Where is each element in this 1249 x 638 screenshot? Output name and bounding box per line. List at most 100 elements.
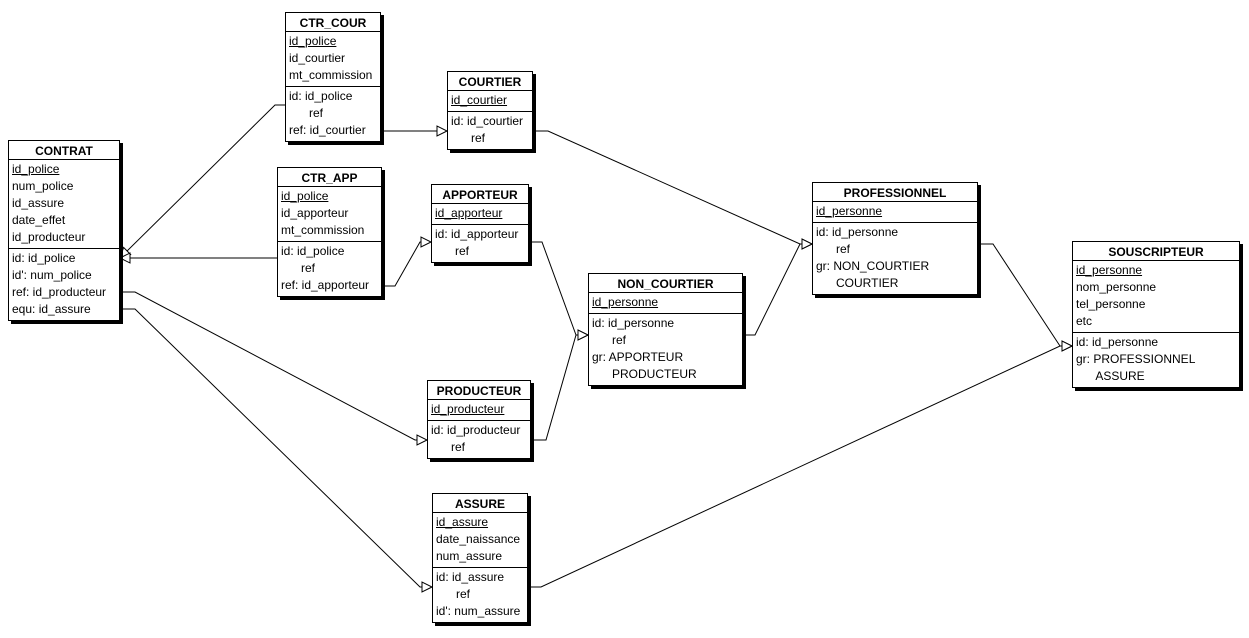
arrowhead-icon (420, 236, 433, 248)
primary-key-attribute: id_personne (592, 295, 659, 309)
constraint: id: id_personne (1076, 335, 1159, 349)
entity-contrat[interactable]: CONTRAT id_police num_police id_assure date_… (8, 140, 120, 321)
constraint: id': num_assure (436, 604, 521, 618)
arrowhead-icon (577, 329, 590, 341)
constraint-section: id: id_personne ref gr: APPORTEUR PRODUCT… (589, 313, 742, 385)
constraint: id: id_police (12, 251, 76, 265)
primary-key-attribute: id_personne (816, 204, 883, 218)
primary-key-attribute: id_police (281, 189, 329, 203)
constraint: id': num_police (12, 268, 92, 282)
arrowhead-icon (436, 125, 449, 137)
arrowhead-icon (416, 434, 429, 446)
link-ctr_app-to-apporteur (382, 241, 431, 287)
constraint-section: id: id_apporteur ref (432, 224, 528, 262)
constraint: id: id_producteur (431, 423, 521, 437)
attribute-section: id_police id_apporteur mt_commission (278, 187, 381, 241)
constraint: gr: PROFESSIONNEL (1076, 352, 1196, 366)
constraint: ref (816, 242, 851, 256)
link-ctr_cour-to-contrat (119, 104, 285, 259)
primary-key-attribute: id_apporteur (435, 206, 503, 220)
link-contrat-to-producteur (120, 291, 427, 441)
entity-title: CTR_APP (278, 168, 381, 187)
entity-title: PROFESSIONNEL (813, 183, 977, 202)
constraint: ref (451, 131, 486, 145)
attribute-section: id_personne (813, 202, 977, 222)
arrowhead-icon (1061, 340, 1074, 352)
attribute: date_naissance (436, 532, 521, 546)
constraint: ref (281, 261, 316, 275)
entity-non-courtier[interactable]: NON_COURTIER id_personne id: id_personne r… (588, 273, 743, 386)
constraint: gr: NON_COURTIER (816, 259, 930, 273)
constraint: id: id_apporteur (435, 227, 519, 241)
constraint: ref (289, 106, 324, 120)
constraint: id: id_police (289, 89, 353, 103)
primary-key-attribute: id_police (12, 162, 60, 176)
attribute: mt_commission (281, 223, 365, 237)
link-contrat-to-assure (120, 308, 432, 588)
constraint: id: id_police (281, 244, 345, 258)
constraint: ref: id_producteur (12, 285, 107, 299)
link-apporteur-to-non_courtier (529, 241, 588, 336)
attribute: etc (1076, 314, 1093, 328)
constraint: ref: id_courtier (289, 123, 366, 137)
constraint-section: id: id_courtier ref (448, 111, 532, 149)
attribute: mt_commission (289, 68, 373, 82)
constraint-section: id: id_police ref ref: id_apporteur (278, 241, 381, 296)
attribute: id_producteur (12, 230, 86, 244)
attribute: date_effet (12, 213, 66, 227)
constraint: COURTIER (816, 276, 899, 290)
attribute: nom_personne (1076, 280, 1157, 294)
attribute: id_apporteur (281, 206, 349, 220)
entity-apporteur[interactable]: APPORTEUR id_apporteur id: id_apporteur re… (431, 184, 529, 263)
primary-key-attribute: id_producteur (431, 402, 505, 416)
link-courtier-to-professionnel (533, 130, 812, 245)
constraint: PRODUCTEUR (592, 367, 697, 381)
constraint: ASSURE (1076, 369, 1145, 383)
attribute: num_police (12, 179, 74, 193)
constraint-section: id: id_personne gr: PROFESSIONNEL ASSURE (1073, 332, 1239, 387)
entity-title: CTR_COUR (286, 13, 380, 32)
link-professionnel-to-souscripteur (978, 243, 1072, 347)
entity-producteur[interactable]: PRODUCTEUR id_producteur id: id_producteur… (427, 380, 531, 459)
constraint-section: id: id_personne ref gr: NON_COURTIER COUR… (813, 222, 977, 294)
entity-title: CONTRAT (9, 141, 119, 160)
constraint: ref (431, 440, 466, 454)
entity-title: SOUSCRIPTEUR (1073, 242, 1239, 261)
arrowhead-icon (801, 238, 814, 250)
entity-title: ASSURE (433, 494, 527, 513)
entity-title: NON_COURTIER (589, 274, 742, 293)
entity-professionnel[interactable]: PROFESSIONNEL id_personne id: id_personne … (812, 182, 978, 295)
constraint: id: id_assure (436, 570, 505, 584)
entity-title: PRODUCTEUR (428, 381, 530, 400)
constraint: ref: id_apporteur (281, 278, 370, 292)
entity-ctr-app[interactable]: CTR_APP id_police id_apporteur mt_commissio… (277, 167, 382, 297)
constraint: ref (435, 244, 470, 258)
constraint: id: id_personne (816, 225, 899, 239)
attribute: id_courtier (289, 51, 346, 65)
attribute: id_assure (12, 196, 65, 210)
primary-key-attribute: id_assure (436, 515, 489, 529)
arrowhead-icon (118, 252, 131, 264)
entity-title: APPORTEUR (432, 185, 528, 204)
primary-key-attribute: id_personne (1076, 263, 1143, 277)
constraint-section: id: id_producteur ref (428, 420, 530, 458)
link-producteur-to-non_courtier (531, 334, 588, 441)
attribute-section: id_courtier (448, 91, 532, 111)
link-non_courtier-to-professionnel (743, 243, 812, 336)
constraint: gr: APPORTEUR (592, 350, 684, 364)
entity-ctr-cour[interactable]: CTR_COUR id_police id_courtier mt_commissio… (285, 12, 381, 142)
primary-key-attribute: id_police (289, 34, 337, 48)
constraint: id: id_personne (592, 316, 675, 330)
primary-key-attribute: id_courtier (451, 93, 508, 107)
constraint: ref (592, 333, 627, 347)
attribute-section: id_producteur (428, 400, 530, 420)
constraint: ref (436, 587, 471, 601)
